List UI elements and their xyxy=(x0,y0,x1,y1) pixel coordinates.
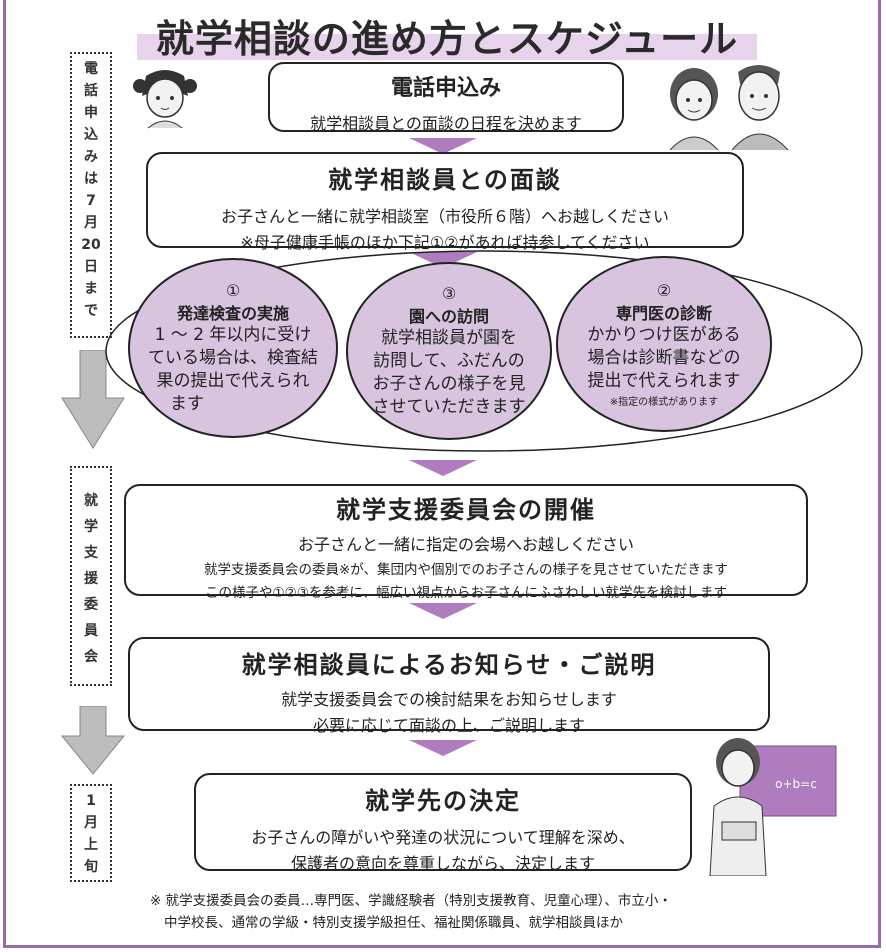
footnote-line: 中学校長、通常の学級・特別支援学級担任、福祉関係職員、就学相談員ほか xyxy=(164,915,623,931)
teacher-illustration-icon: o+b=c xyxy=(709,738,837,876)
side-char: み xyxy=(84,149,98,165)
step-heading: 電話申込み xyxy=(390,76,501,101)
step-heading: 就学先の決定 xyxy=(365,787,521,815)
step-notification: 就学相談員によるお知らせ・ご説明 就学支援委員会での検討結果をお知らせします 必… xyxy=(128,637,770,735)
side-char: ま xyxy=(84,281,98,297)
page-title-wrap: 就学相談の進め方とスケジュール xyxy=(137,8,757,62)
step-body: 必要に応じて面談の上、ご説明します xyxy=(312,716,585,735)
side-char: 援 xyxy=(84,571,98,587)
step-arrow-icon xyxy=(409,138,477,154)
side-label-committee: 就 学 支 援 委 員 会 xyxy=(70,466,112,686)
side-char: は xyxy=(84,171,98,187)
circle-body-line: かかりつけ医がある xyxy=(587,324,741,345)
circle-note: ※指定の様式があります xyxy=(609,396,719,408)
circle-kindergarten-visit: ③ 園への訪問 就学相談員が園を 訪問して、ふだんの お子さんの様子を見 させて… xyxy=(346,262,552,440)
circle-body-line: させていただきます xyxy=(372,396,526,417)
side-char: で xyxy=(84,303,98,319)
circle-heading: 園への訪問 xyxy=(408,306,489,326)
side-char: 旬 xyxy=(84,859,98,875)
side-char: 日 xyxy=(84,259,98,275)
circle-body-line: お子さんの様子を見 xyxy=(372,373,526,394)
step-arrow-icon xyxy=(409,460,477,476)
circle-body-line: 就学相談員が園を xyxy=(381,327,517,348)
circle-number: ② xyxy=(656,280,672,300)
circle-body-line: 訪問して、ふだんの xyxy=(373,350,525,371)
side-char: 支 xyxy=(84,545,98,561)
side-label-phone: 電 話 申 込 み は 7 月 20 日 ま で xyxy=(70,52,112,338)
step-arrow-icon xyxy=(409,603,477,619)
circle-specialist-diagnosis: ② 専門医の診断 かかりつけ医がある 場合は診断書などの 提出で代えられます ※… xyxy=(556,256,772,432)
step-heading: 就学相談員によるお知らせ・ご説明 xyxy=(241,651,657,679)
step-heading: 就学支援委員会の開催 xyxy=(336,496,596,524)
step-body: 保護者の意向を尊重しながら、決定します xyxy=(290,854,595,873)
step-arrow-icon xyxy=(409,740,477,756)
side-char: 月 xyxy=(84,815,98,831)
side-label-january: 1 月 上 旬 xyxy=(70,784,112,882)
circle-body-line: ます xyxy=(170,393,204,414)
step-body: ※母子健康手帳のほか下記①②があれば持参してください xyxy=(240,233,650,252)
step-body: お子さんと一緒に指定の会場へお越しください xyxy=(297,535,634,554)
circle-body-line: ている場合は、検査結 xyxy=(148,347,318,368)
title-highlight xyxy=(137,34,757,60)
circle-body-line: 1 ～ 2 年以内に受け xyxy=(154,324,312,345)
side-char: 就 xyxy=(84,493,98,509)
side-char: 20 xyxy=(81,237,101,253)
grey-down-arrow-icon xyxy=(61,350,125,449)
circle-development-test: ① 発達検査の実施 1 ～ 2 年以内に受け ている場合は、検査結 果の提出で代… xyxy=(128,258,338,438)
side-char: 員 xyxy=(84,623,98,639)
step-body: この様子や①②③を参考に、幅広い視点からお子さんにふさわしい就学先を検討します xyxy=(205,585,727,601)
side-char: 月 xyxy=(84,215,98,231)
circle-body-line: 場合は診断書などの xyxy=(587,347,741,368)
circle-body-line: 果の提出で代えられ xyxy=(156,370,310,391)
step-decision: 就学先の決定 お子さんの障がいや発達の状況について理解を深め、 保護者の意向を尊… xyxy=(194,773,692,873)
circle-heading: 専門医の診断 xyxy=(615,303,712,323)
circle-heading: 発達検査の実施 xyxy=(176,303,289,323)
circles-outline xyxy=(105,250,863,452)
side-char: 委 xyxy=(84,597,98,613)
circle-number: ③ xyxy=(441,283,457,303)
side-char: 1 xyxy=(86,793,96,809)
step-body: 就学支援委員会の委員※が、集団内や個別でのお子さんの様子を見させていただきます xyxy=(203,562,729,578)
board-text: o+b=c xyxy=(775,777,817,791)
side-char: 7 xyxy=(86,193,96,209)
page-title: 就学相談の進め方とスケジュール xyxy=(155,17,739,61)
side-char: 申 xyxy=(84,105,98,121)
page-frame xyxy=(3,0,881,948)
parents-illustration-icon xyxy=(669,65,789,150)
side-char: 電 xyxy=(84,61,98,77)
step-interview: 就学相談員との面談 お子さんと一緒に就学相談室（市役所６階）へお越しください ※… xyxy=(146,152,744,252)
footnote-line: ※ 就学支援委員会の委員…専門医、学識経験者（特別支援教育、児童心理）、市立小・ xyxy=(150,893,672,909)
footnote: ※ 就学支援委員会の委員…専門医、学識経験者（特別支援教育、児童心理）、市立小・… xyxy=(150,890,672,934)
side-char: 学 xyxy=(84,519,98,535)
circle-body-line: 提出で代えられます xyxy=(587,370,741,391)
step-body: 就学相談員との面談の日程を決めます xyxy=(310,114,582,133)
circle-number: ① xyxy=(225,280,241,300)
step-phone-apply: 電話申込み 就学相談員との面談の日程を決めます xyxy=(268,62,624,133)
side-char: 上 xyxy=(84,837,98,853)
grey-down-arrow-icon xyxy=(60,706,126,775)
step-committee-meeting: 就学支援委員会の開催 お子さんと一緒に指定の会場へお越しください 就学支援委員会… xyxy=(124,484,808,601)
side-char: 込 xyxy=(84,127,98,143)
step-body: お子さんの障がいや発達の状況について理解を深め、 xyxy=(251,828,635,847)
step-heading: 就学相談員との面談 xyxy=(328,166,562,194)
girl-illustration-icon xyxy=(133,70,197,129)
step-body: お子さんと一緒に就学相談室（市役所６階）へお越しください xyxy=(220,207,669,226)
side-char: 会 xyxy=(84,649,98,665)
side-char: 話 xyxy=(84,83,98,99)
step-body: 就学支援委員会での検討結果をお知らせします xyxy=(281,690,617,709)
